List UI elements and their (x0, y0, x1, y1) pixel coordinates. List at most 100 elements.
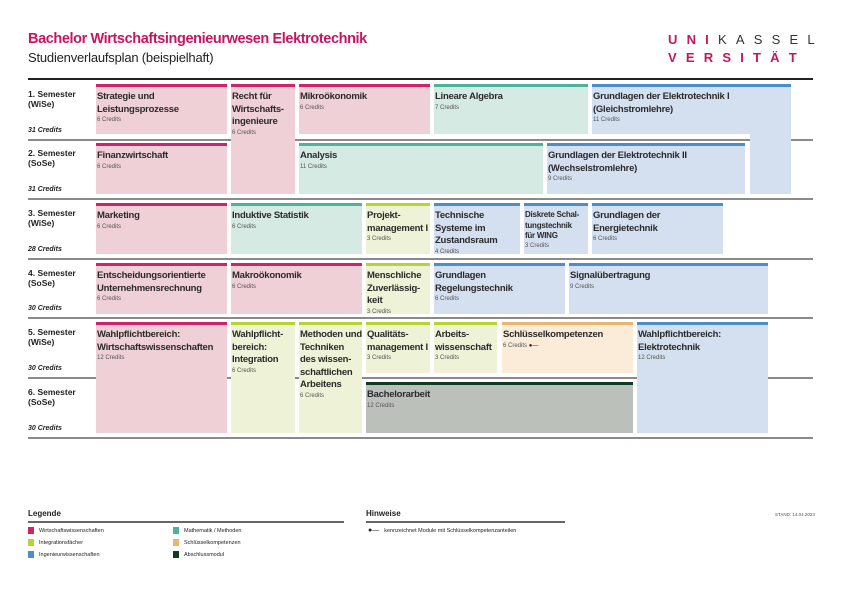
module-title: Finanzwirtschaft (97, 150, 168, 161)
legend-swatch (28, 539, 34, 546)
module-credits: 6 Credits (232, 283, 257, 290)
semester-credits: 30 Credits (28, 425, 62, 432)
module-credits-row: 3 Credits (367, 235, 430, 243)
module-credits-row: 6 Credits (593, 235, 723, 243)
key-icon: ●— (368, 527, 380, 534)
category-bar (434, 263, 565, 266)
page-title: Bachelor Wirtschaftsingenieurwesen Elekt… (28, 31, 367, 47)
semester-credits: 30 Credits (28, 365, 62, 372)
module-card[interactable]: Wahlpflichtbereich: Wirtschaftswissensch… (96, 322, 227, 433)
module-credits: 12 Credits (638, 355, 666, 361)
legend-label: Mathematik / Methoden (184, 527, 242, 534)
module-credits: 3 Credits (367, 236, 392, 242)
legend-item: Mathematik / Methoden (173, 527, 241, 534)
module-title: Grundlagen der Elektrotechnik II (Wechse… (548, 150, 687, 174)
module-credits: 6 Credits (232, 367, 257, 374)
semester-label: 5. Semester (WiSe) (28, 327, 76, 347)
category-bar (366, 382, 633, 385)
logo-uni: UNI (668, 32, 718, 47)
module-credits: 6 Credits (503, 342, 528, 349)
category-bar (524, 203, 588, 206)
logo-kassel: KASSEL (718, 32, 824, 47)
module-credits-row: 6 Credits (97, 116, 227, 124)
legend-label: Integrationsfächer (39, 539, 84, 546)
category-bar (96, 84, 227, 87)
module-title: Grundlagen der Energietechnik (593, 210, 661, 234)
module-credits-row: 12 Credits (97, 354, 227, 362)
semester-divider (28, 139, 813, 141)
notes-item: ●— kennzeichnet Module mit Schlüsselkomp… (368, 527, 516, 534)
module-card[interactable]: Grundlagen der Elektrotechnik I (Gleichs… (592, 84, 791, 134)
module-credits: 9 Credits (548, 176, 573, 182)
semester-label: 3. Semester (WiSe) (28, 208, 76, 228)
category-bar (231, 263, 362, 266)
module-card[interactable]: Menschliche Zuverlässig- keit 3 Credits (366, 263, 430, 314)
category-bar (231, 84, 295, 87)
logo-versitaet: VERSITÄT (668, 50, 806, 65)
category-bar (592, 203, 723, 206)
stand-date: STAND: 14.04.2023 (775, 512, 815, 517)
module-title: Grundlagen Regelungstechnik (435, 270, 513, 294)
legend-heading: Legende (28, 509, 61, 518)
module-credits-row: 3 Credits (525, 242, 588, 250)
module-credits-row: 12 Credits (367, 402, 633, 410)
notes-key-text: kennzeichnet Module mit Schlüsselkompete… (384, 527, 517, 534)
module-credits-row: 6 Credits (232, 223, 362, 231)
module-credits: 6 Credits (97, 117, 122, 123)
module-credits-row: 3 Credits (367, 308, 430, 315)
module-title: Qualitäts- management I (367, 329, 428, 353)
module-credits: 7 Credits (435, 104, 460, 111)
module-card[interactable]: Grundlagen der Elektrotechnik II (Wechse… (547, 143, 745, 194)
module-card[interactable]: Entscheidungsorientierte Unternehmensrec… (96, 263, 227, 314)
semester-label: 6. Semester (SoSe) (28, 387, 76, 407)
module-title: Grundlagen der Elektrotechnik I (Gleichs… (593, 91, 730, 115)
category-bar (637, 322, 768, 325)
module-credits: 6 Credits (97, 223, 122, 230)
module-card[interactable]: Methoden und Techniken des wissen- schaf… (299, 322, 362, 433)
category-bar (569, 263, 768, 266)
module-title: Wahlpflichtbereich: Wirtschaftswissensch… (97, 329, 214, 353)
legend-swatch (28, 527, 34, 534)
module-title: Technische Systeme im Zustandsraum (435, 210, 498, 246)
module-credits-row: 4 Credits (435, 248, 520, 255)
module-title: Marketing (97, 210, 140, 221)
semester-credits: 28 Credits (28, 246, 62, 253)
header-divider (28, 78, 813, 80)
category-bar (366, 203, 430, 206)
module-credits-row: 7 Credits (435, 104, 588, 112)
category-bar (96, 143, 227, 146)
category-bar (299, 322, 362, 325)
module-credits: 12 Credits (97, 355, 125, 361)
module-credits: 3 Credits (525, 242, 550, 249)
legend-item: Wirtschaftswissenschaften (28, 527, 104, 534)
semester-divider (28, 437, 813, 439)
legend-label: Schlüsselkompetenzen (184, 539, 241, 546)
legend-item: Schlüsselkompetenzen (173, 539, 241, 546)
module-credits: 12 Credits (367, 402, 395, 409)
module-card[interactable]: Marketing 6 Credits (96, 203, 227, 254)
module-title: Menschliche Zuverlässig- keit (367, 270, 422, 306)
category-bar (96, 203, 227, 206)
module-card[interactable]: Technische Systeme im Zustandsraum 4 Cred… (434, 203, 520, 254)
semester-divider (28, 198, 813, 200)
module-credits-row: 6 Credits (300, 104, 430, 112)
